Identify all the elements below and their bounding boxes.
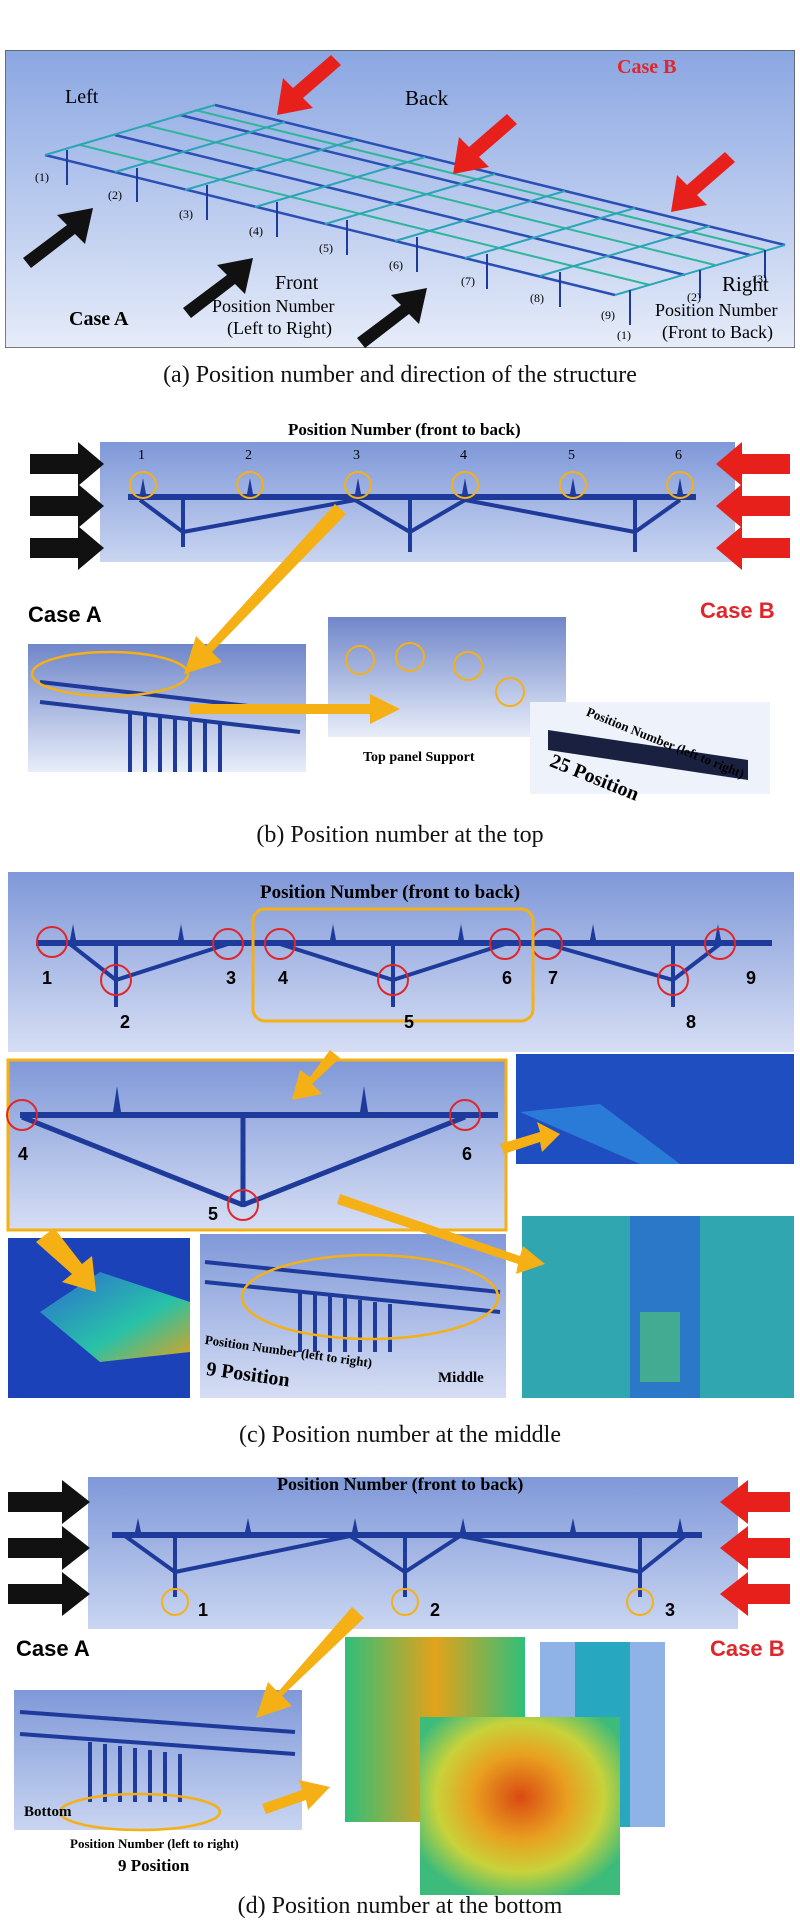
right-position-label: (1) [617, 328, 631, 342]
top-title: Position Number (front to back) [288, 420, 521, 439]
top-beam [128, 494, 696, 500]
middle-position-number: 7 [548, 968, 559, 988]
caption-a: (a) Position number and direction of the… [163, 362, 637, 388]
middle-selection-box [251, 907, 535, 1023]
front-position-label: (1) [35, 170, 49, 184]
panel-d: Position Number (front to back) 1 2 3 Ca… [0, 1472, 800, 1925]
bottom-position-number: 2 [430, 1600, 441, 1620]
bottom-detail-arrows [256, 1607, 364, 1814]
label-case-b: Case B [617, 56, 677, 78]
middle-title: Position Number (front to back) [260, 882, 521, 903]
zoom-position-number: 6 [462, 1144, 473, 1164]
middle-position-number: 5 [404, 1012, 415, 1032]
middle-position-number: 6 [502, 968, 513, 988]
panel-b: Position Number (front to back) 1 2 3 4 … [0, 412, 800, 822]
top-position-markers [129, 471, 694, 499]
bottom-count-label: 9 Position [118, 1856, 190, 1875]
front-position-label: (9) [601, 308, 615, 322]
top-case-b: Case B [700, 598, 775, 623]
middle-position-markers [36, 926, 736, 996]
bottom-position-diagram [8, 1477, 790, 1895]
front-position-label: (3) [179, 207, 193, 221]
middle-position-number: 2 [120, 1012, 131, 1032]
bottom-title: Position Number (front to back) [277, 1474, 524, 1494]
structure-3d-diagram [4, 49, 796, 349]
zoom-position-markers [6, 1099, 481, 1221]
top-supports [140, 478, 683, 494]
right-position-label: (3) [753, 272, 767, 286]
middle-position-number: 8 [686, 1012, 697, 1032]
label-right-pos-2: (Front to Back) [662, 322, 773, 342]
label-front: Front [275, 272, 319, 294]
label-case-a: Case A [69, 308, 129, 330]
front-position-label: (2) [108, 188, 122, 202]
panel-c: Position Number (front to back) 1 2 3 4 … [0, 872, 800, 1400]
frame-rails [44, 103, 786, 297]
bottom-position-markers [161, 1588, 654, 1616]
front-position-label: (8) [530, 291, 544, 305]
top-position-number: 2 [245, 448, 252, 463]
frame-crossbeams [44, 104, 786, 296]
case-b-arrows [720, 1480, 790, 1616]
top-position-number: 6 [675, 448, 682, 463]
middle-3d-image [200, 1234, 506, 1398]
case-b-arrows [716, 442, 790, 570]
top-position-number: 4 [460, 448, 467, 463]
label-left: Left [65, 86, 99, 108]
front-position-label: (5) [319, 241, 333, 255]
label-back: Back [405, 86, 449, 110]
zoom-position-number: 4 [18, 1144, 29, 1164]
middle-position-diagram [6, 872, 794, 1398]
label-right: Right [722, 272, 769, 296]
bottom-truss [123, 1534, 687, 1597]
bottom-lr-label: Position Number (left to right) [70, 1836, 239, 1851]
detail-arrows [184, 504, 400, 724]
panel-a: Left Back Case B Case A Front Position N… [4, 49, 796, 349]
middle-detail-arrows [36, 1050, 560, 1292]
front-position-label: (6) [389, 258, 403, 272]
case-b-arrows [277, 55, 735, 212]
middle-label: Middle [438, 1370, 484, 1386]
case-a-arrows [30, 442, 104, 570]
top-support-markers [345, 642, 525, 707]
case-a-arrows [8, 1480, 90, 1616]
label-front-pos-1: Position Number [212, 296, 335, 316]
label-right-pos-1: Position Number [655, 300, 778, 320]
top-support-image [328, 617, 566, 737]
middle-truss [68, 942, 722, 1007]
caption-b: (b) Position number at the top [256, 822, 544, 848]
middle-position-number: 3 [226, 968, 237, 988]
bottom-heatmap-center [420, 1717, 620, 1895]
top-position-number: 3 [353, 448, 360, 463]
middle-position-number: 4 [278, 968, 289, 988]
zoom-position-number: 5 [208, 1204, 219, 1224]
case-a-arrows [23, 208, 427, 348]
bottom-case-b: Case B [710, 1636, 785, 1661]
top-position-number: 1 [138, 448, 145, 463]
bottom-label: Bottom [24, 1804, 72, 1820]
top-position-diagram [28, 442, 790, 794]
top-detail-highlight [30, 650, 190, 698]
bottom-position-number: 3 [665, 1600, 676, 1620]
caption-c: (c) Position number at the middle [239, 1422, 561, 1448]
top-position-number: 5 [568, 448, 575, 463]
front-position-label: (4) [249, 224, 263, 238]
middle-supports [70, 924, 721, 940]
top-support-label: Top panel Support [363, 750, 475, 765]
bottom-case-a: Case A [16, 1636, 90, 1661]
label-front-pos-2: (Left to Right) [227, 318, 332, 338]
frame-legs [66, 150, 766, 325]
middle-position-number: 1 [42, 968, 53, 988]
front-position-label: (7) [461, 274, 475, 288]
right-position-label: (2) [687, 290, 701, 304]
bottom-position-number: 1 [198, 1600, 209, 1620]
truss [138, 498, 682, 552]
caption-d: (d) Position number at the bottom [237, 1893, 563, 1919]
middle-position-number: 9 [746, 968, 757, 988]
frame-rails-green [79, 109, 766, 286]
top-case-a: Case A [28, 602, 102, 627]
